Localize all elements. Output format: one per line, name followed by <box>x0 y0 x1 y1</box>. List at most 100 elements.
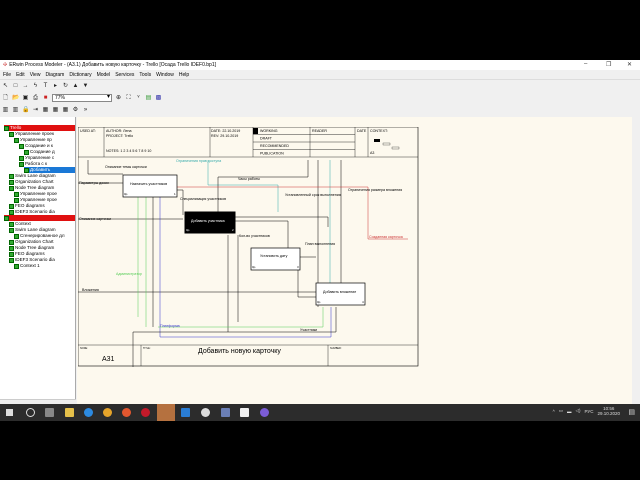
zoom-fit-icon[interactable]: ⛶ <box>126 94 131 101</box>
tree-item[interactable]: Organization Chart <box>9 179 54 185</box>
print-icon[interactable]: ⎙ <box>33 94 38 101</box>
tree-item[interactable] <box>4 215 75 221</box>
spell-icon[interactable]: ᵛ <box>137 94 140 101</box>
tree-item[interactable]: Context <box>9 221 31 227</box>
refresh-icon[interactable]: ↻ <box>62 82 69 89</box>
menu-diagram[interactable]: Diagram <box>45 71 65 78</box>
project: PROJECT: Trello <box>106 134 133 138</box>
tree-horizontal-scrollbar[interactable] <box>0 399 76 404</box>
tree-item[interactable]: Swim Lane diagram <box>9 173 56 179</box>
minimize-button[interactable]: – <box>584 61 588 67</box>
tool-icon[interactable]: ⇥ <box>32 106 39 113</box>
lock-icon[interactable]: 🔒 <box>22 106 30 113</box>
tree-item-label: Управление с <box>25 155 55 160</box>
erwin-icon[interactable] <box>240 408 249 417</box>
activity-box-3[interactable]: Установить дату 0р. 3 <box>250 247 301 271</box>
tool-icon[interactable]: ▥ <box>12 106 19 113</box>
text-tool-icon[interactable]: T <box>43 82 48 89</box>
menu-edit[interactable]: Edit <box>16 71 25 78</box>
pointer-tool-icon[interactable]: ↖ <box>2 82 9 89</box>
up-icon[interactable]: ▲ <box>72 82 79 89</box>
tree-item[interactable]: Добавить <box>24 167 75 173</box>
clock[interactable]: 10:56 29.10.2020 <box>597 406 620 416</box>
opera-icon[interactable] <box>141 408 150 417</box>
navigator-icon[interactable]: ▩ <box>155 94 162 101</box>
tree-item[interactable]: IDEF3 Scenario dia <box>9 257 55 263</box>
menu-services[interactable]: Services <box>115 71 135 78</box>
activity-box-1[interactable]: Назначить участников 0р. 1 <box>122 174 178 198</box>
canvas-vertical-scrollbar[interactable] <box>632 117 640 404</box>
tree-item[interactable]: Node Tree diagram <box>9 245 54 251</box>
new-icon[interactable]: 🗋 <box>3 94 8 101</box>
tree-item[interactable]: Node Tree diagram <box>9 185 54 191</box>
vscode-icon[interactable] <box>181 408 190 417</box>
down-icon[interactable]: ▼ <box>82 82 89 89</box>
start-icon[interactable] <box>6 409 13 416</box>
search-icon[interactable] <box>26 408 35 417</box>
model-explorer-icon[interactable]: ▤ <box>145 94 152 101</box>
language-indicator[interactable]: РУС <box>584 408 594 414</box>
squiggle-tool-icon[interactable]: ϟ <box>33 82 38 89</box>
viber-icon[interactable] <box>260 408 269 417</box>
tree-item[interactable]: FEO diagrams <box>9 251 45 257</box>
tool-icon[interactable]: ▦ <box>52 106 59 113</box>
svg-text:Установить дату: Установить дату <box>260 254 288 258</box>
tree-item[interactable]: Swim Lane diagram <box>9 227 56 233</box>
app-icon[interactable] <box>221 408 230 417</box>
tree-item[interactable]: Управление прое <box>14 197 57 203</box>
tool-icon[interactable]: ▥ <box>2 106 9 113</box>
arrow-tool-icon[interactable]: → <box>22 82 29 89</box>
edge-icon[interactable] <box>84 408 93 417</box>
open-icon[interactable]: 📂 <box>12 94 20 101</box>
color-icon[interactable]: ■ <box>43 94 48 101</box>
chrome-icon[interactable] <box>103 408 112 417</box>
menu-help[interactable]: Help <box>178 71 190 78</box>
tree-item[interactable]: Context 1 <box>14 263 40 269</box>
tree-item[interactable]: FEO diagrams <box>9 203 45 209</box>
menu-tools[interactable]: Tools <box>139 71 152 78</box>
explorer-icon[interactable] <box>65 408 74 417</box>
maximize-button[interactable]: ❐ <box>606 62 612 68</box>
tree-item[interactable]: Управление прое <box>14 191 57 197</box>
tree-item[interactable]: Создание д <box>24 149 55 155</box>
firefox-icon[interactable] <box>122 408 131 417</box>
menu-model[interactable]: Model <box>96 71 111 78</box>
app-icon[interactable] <box>201 408 210 417</box>
tree-item[interactable]: IDEF3 Scenario dia <box>9 209 55 215</box>
tree-item[interactable]: Создание и к <box>19 143 53 149</box>
zoom-in-icon[interactable]: ⊕ <box>115 94 122 101</box>
diagram-icon <box>19 143 24 149</box>
volume-icon[interactable]: ◁) <box>575 408 581 413</box>
battery-icon[interactable]: ▬ <box>566 408 572 414</box>
tool-icon[interactable]: ▦ <box>62 106 69 113</box>
idef0-diagram[interactable]: USED AT: AUTHOR: Лена PROJECT: Trello NO… <box>78 127 423 372</box>
tree-item[interactable]: Organization Chart <box>9 239 54 245</box>
tree-item[interactable]: Управление пр <box>14 137 52 143</box>
activity-box-2-selected[interactable]: Добавить участника 0р. 2 <box>184 211 236 234</box>
diagram-canvas[interactable]: USED AT: AUTHOR: Лена PROJECT: Trello NO… <box>77 117 640 404</box>
tool-icon[interactable]: ⚙ <box>72 106 79 113</box>
zoom-select[interactable]: 77% <box>52 94 112 102</box>
network-icon[interactable]: ▭ <box>558 408 563 413</box>
activity-box-4[interactable]: Добавить вложение 0р. 4 <box>315 282 366 306</box>
chevron-up-icon[interactable]: ^ <box>552 408 555 414</box>
notification-icon[interactable]: ▤ <box>628 409 635 416</box>
box-tool-icon[interactable]: □ <box>13 82 18 89</box>
tree-item[interactable]: Управление с <box>19 155 54 161</box>
play-icon[interactable]: ▸ <box>53 82 57 89</box>
tree-item[interactable]: Trello <box>4 125 75 131</box>
menu-file[interactable]: File <box>3 71 12 78</box>
menu-view[interactable]: View <box>29 71 41 78</box>
tool-icon[interactable]: ▦ <box>42 106 49 113</box>
tree-item[interactable]: Управление проек <box>9 131 54 137</box>
close-button[interactable]: ✕ <box>627 62 633 68</box>
save-icon[interactable]: ▣ <box>22 94 29 101</box>
menu-window[interactable]: Window <box>156 71 174 78</box>
task-view-icon[interactable] <box>45 408 54 417</box>
tree-item[interactable]: Работа с к <box>19 161 47 167</box>
tool-icon[interactable]: » <box>83 106 88 113</box>
skype-icon-active[interactable] <box>157 404 175 421</box>
tree-item[interactable]: Сгенерированное дл <box>14 233 65 239</box>
menu-dictionary[interactable]: Dictionary <box>69 71 92 78</box>
